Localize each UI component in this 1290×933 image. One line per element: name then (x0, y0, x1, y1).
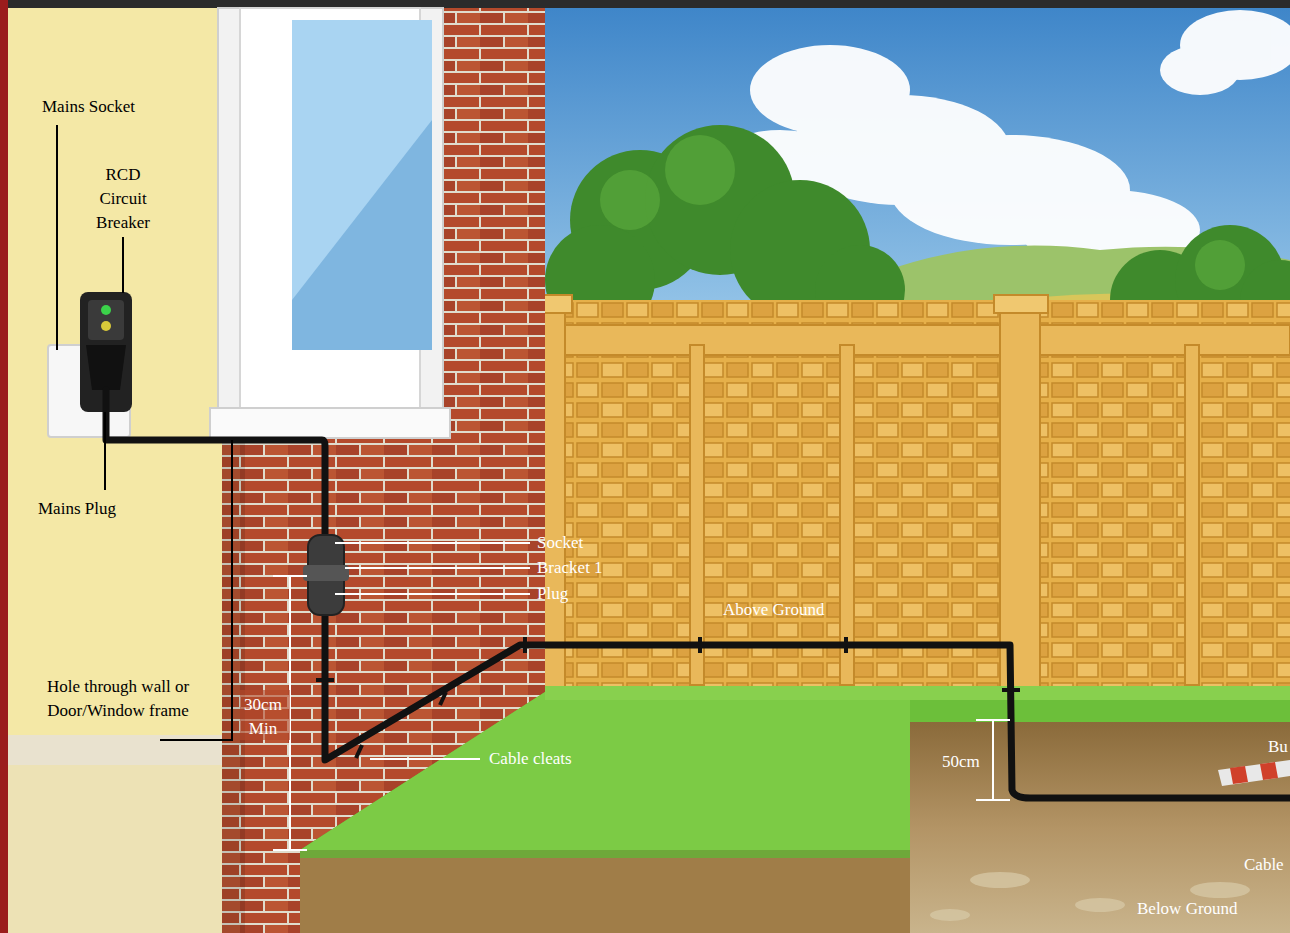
callout-label: Hole through wall or Door/Window frame (40, 675, 196, 723)
callout-label: Mains Plug (38, 497, 158, 521)
callout-label: 30cm Min (237, 693, 289, 741)
callout-label: Socket (537, 531, 657, 555)
callout-label: Above Ground (723, 598, 863, 622)
callout-label: Bu (1268, 735, 1290, 759)
callout-label: Plug (537, 582, 657, 606)
callout-label: Mains Socket (42, 95, 162, 119)
callout-label: RCD Circuit Breaker (88, 163, 158, 235)
callout-label: Below Ground (1137, 897, 1287, 921)
callout-label: Bracket 1 (537, 556, 657, 580)
callout-label: 50cm (942, 750, 1002, 774)
callout-label: Cable (1244, 853, 1290, 877)
callout-label: Cable cleats (489, 747, 629, 771)
